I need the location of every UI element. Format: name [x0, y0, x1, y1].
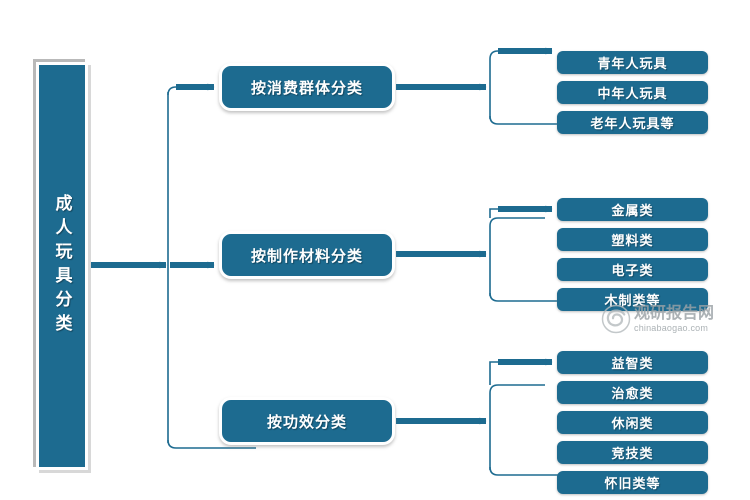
leaf-node[interactable]: 塑料类	[557, 228, 708, 251]
leaf-node-label: 电子类	[611, 263, 654, 278]
leaf-node[interactable]: 怀旧类等	[557, 471, 708, 494]
branch-node-function[interactable]: 按功效分类	[219, 397, 395, 445]
branch-node-material[interactable]: 按制作材料分类	[219, 231, 395, 279]
leaf-node-label: 中年人玩具	[597, 86, 668, 101]
connector-fan-3-bottom	[489, 466, 562, 476]
connector-fan-1-bottom	[489, 115, 562, 125]
leaf-node-label: 金属类	[611, 203, 654, 218]
leaf-node-label: 青年人玩具	[597, 56, 668, 71]
leaf-node[interactable]: 竞技类	[557, 441, 708, 464]
leaf-node[interactable]: 老年人玩具等	[557, 111, 708, 134]
leaf-node-label: 休闲类	[611, 416, 654, 431]
connector-fan-3-riser	[489, 361, 498, 385]
leaf-node-label: 竞技类	[611, 446, 654, 461]
root-node[interactable]: 成人玩具分类	[36, 62, 88, 470]
leaf-node[interactable]: 休闲类	[557, 411, 708, 434]
watermark-url: chinabaogao.com	[634, 322, 709, 333]
leaf-node[interactable]: 青年人玩具	[557, 51, 708, 74]
connector-fan-3-top	[489, 384, 545, 394]
connector-fan-1-top	[489, 50, 545, 60]
leaf-node[interactable]: 益智类	[557, 351, 708, 374]
branch-node-label: 按制作材料分类	[250, 248, 363, 265]
leaf-node-label: 木制类等	[604, 293, 661, 308]
leaf-node[interactable]: 电子类	[557, 258, 708, 281]
connector-fan-2-riser	[489, 208, 498, 218]
branch-node-label: 按功效分类	[266, 414, 347, 431]
leaf-node[interactable]: 金属类	[557, 198, 708, 221]
connector-fan-2-bottom	[489, 292, 562, 302]
leaf-node-label: 怀旧类等	[604, 476, 661, 491]
branch-node-label: 按消费群体分类	[250, 80, 363, 97]
leaf-node[interactable]: 中年人玩具	[557, 81, 708, 104]
leaf-node-label: 益智类	[611, 356, 654, 371]
leaf-node-label: 老年人玩具等	[590, 116, 675, 131]
connector-fan-2-top	[489, 217, 545, 227]
leaf-node[interactable]: 治愈类	[557, 381, 708, 404]
connector-spine-top-elbow	[167, 86, 186, 96]
branch-node-consumer-group[interactable]: 按消费群体分类	[219, 63, 395, 111]
leaf-node-label: 塑料类	[611, 233, 654, 248]
leaf-node-label: 治愈类	[611, 386, 654, 401]
leaf-node[interactable]: 木制类等	[557, 288, 708, 311]
root-node-label: 成人玩具分类	[52, 194, 72, 338]
